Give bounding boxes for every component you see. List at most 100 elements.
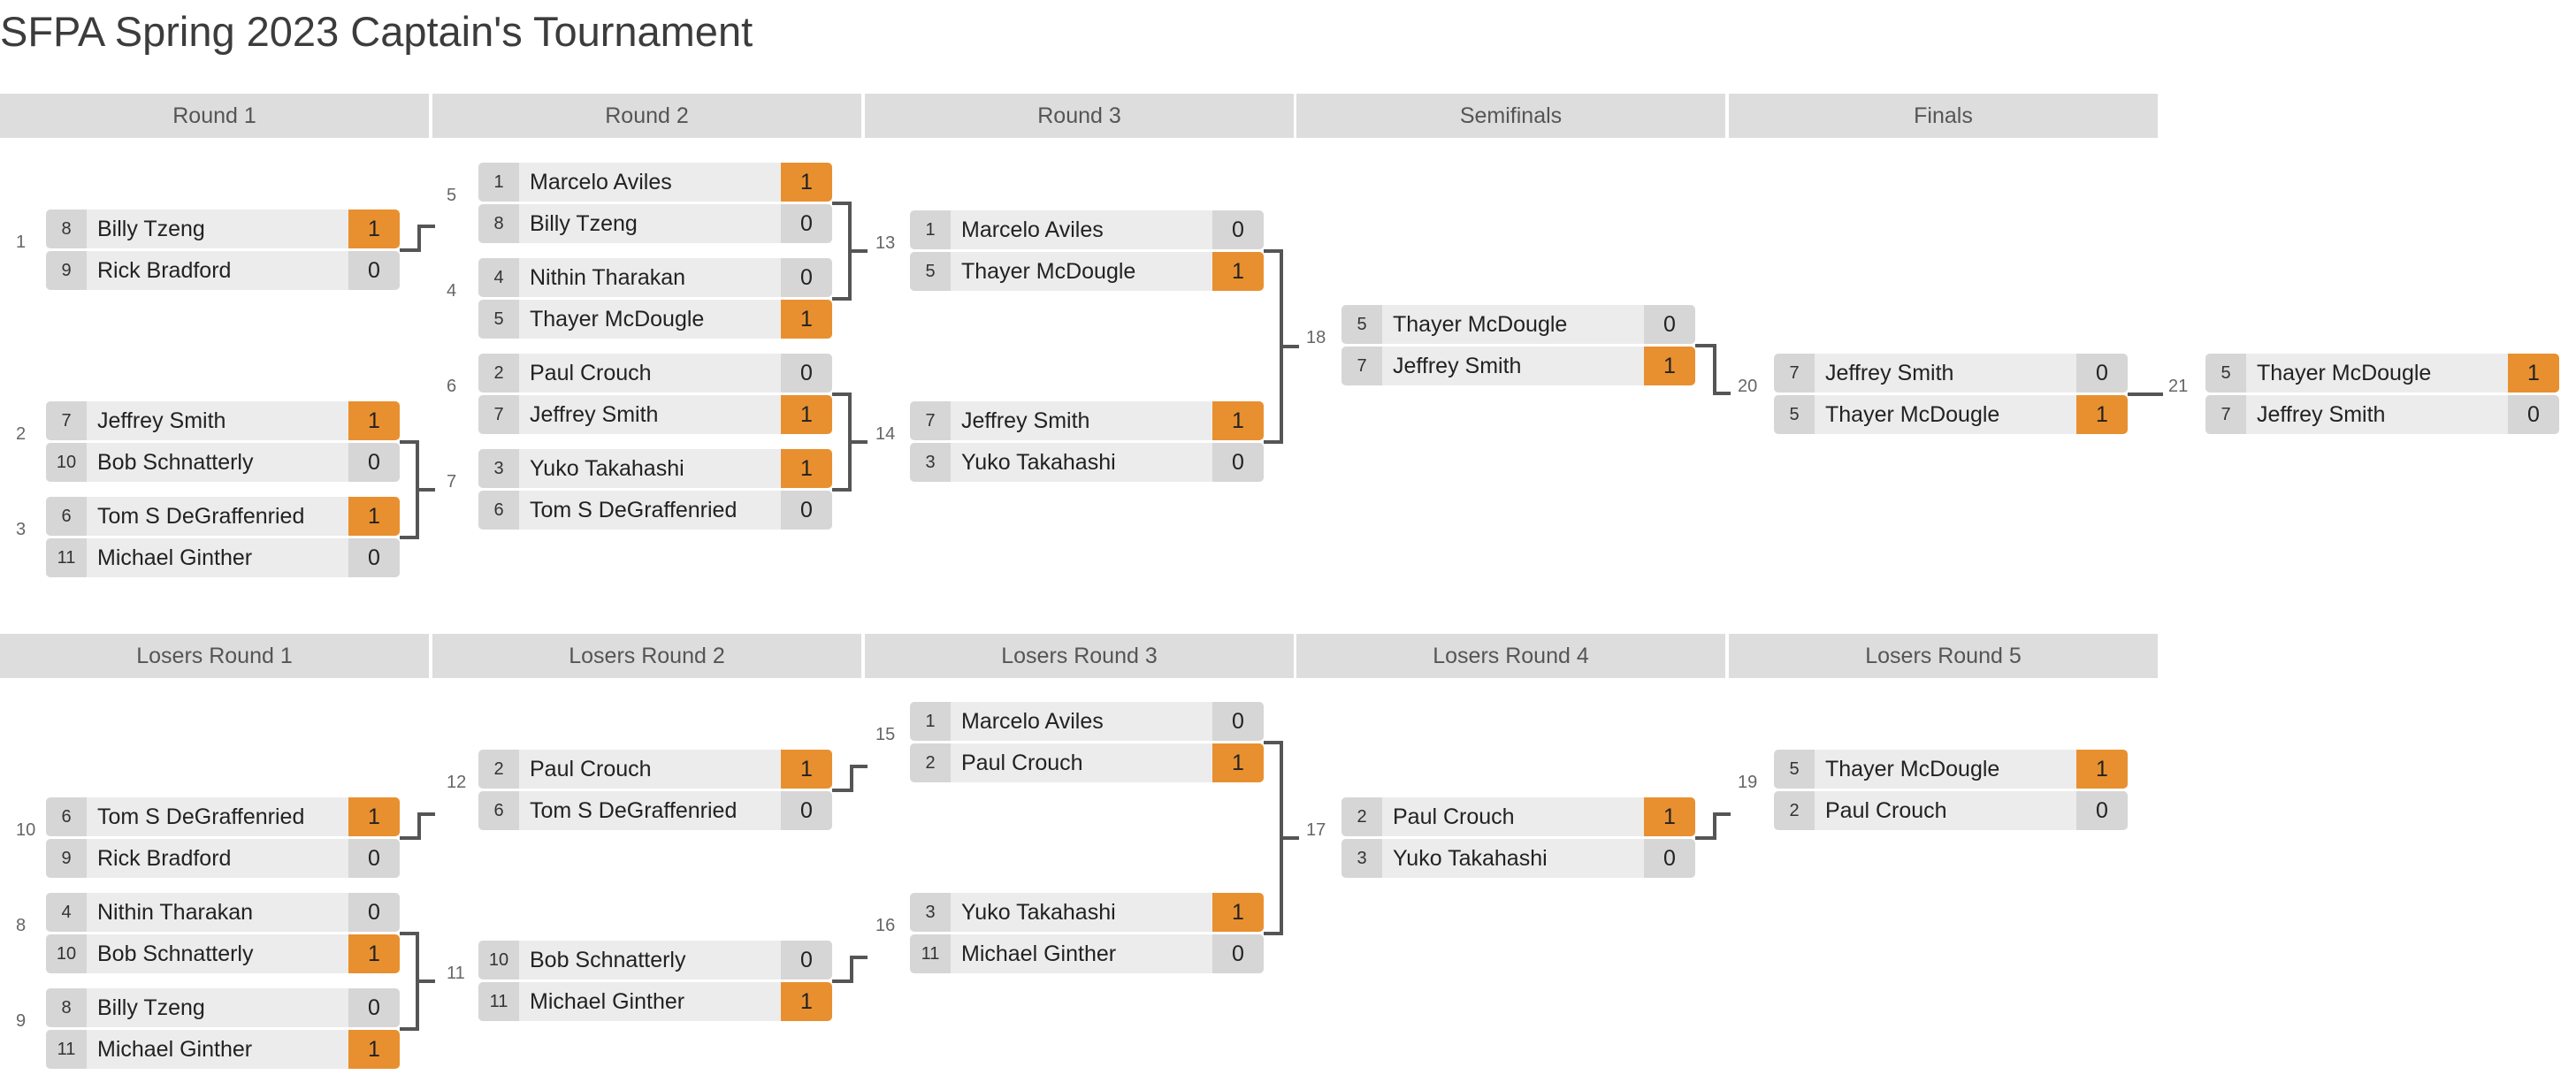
team-score: 0 (1212, 702, 1264, 741)
team-name: Michael Ginther (97, 545, 253, 570)
team-name: Thayer McDougle (1825, 757, 2000, 781)
winning-score: 1 (1212, 893, 1264, 932)
team-seed: 7 (1774, 354, 1815, 393)
team-score: 0 (781, 941, 832, 979)
team-seed: 7 (2205, 395, 2246, 434)
team-seed: 4 (46, 893, 87, 932)
match-number: 20 (1738, 377, 1758, 396)
connector-line (400, 812, 435, 840)
match-number: 11 (447, 964, 465, 983)
team-name: Nithin Tharakan (97, 900, 254, 925)
team-score: 0 (1212, 210, 1264, 249)
winners-round-header-5: Finals (1729, 94, 2158, 138)
match-number: 16 (875, 916, 896, 935)
losers-round-header-1: Losers Round 1 (0, 634, 429, 678)
team-name: Rick Bradford (97, 846, 232, 871)
team-name: Thayer McDougle (530, 307, 705, 332)
team-seed: 1 (478, 163, 519, 202)
winning-score: 1 (781, 163, 832, 202)
match-number: 21 (2168, 377, 2189, 396)
match-number: 15 (875, 725, 896, 744)
team-seed: 6 (478, 791, 519, 830)
team-seed: 10 (46, 443, 87, 482)
team-name: Nithin Tharakan (530, 265, 686, 290)
connector-line (400, 225, 435, 252)
winning-score: 1 (1644, 797, 1695, 836)
match-number: 5 (447, 186, 457, 205)
winning-score: 1 (348, 210, 400, 248)
winners-round-header-2: Round 2 (432, 94, 861, 138)
team-seed: 3 (1342, 839, 1382, 878)
team-score: 0 (348, 443, 400, 482)
team-name: Bob Schnatterly (97, 941, 254, 966)
team-seed: 6 (478, 491, 519, 530)
team-name: Billy Tzeng (97, 217, 205, 241)
winning-score: 1 (1644, 347, 1695, 385)
team-seed: 1 (910, 210, 951, 249)
team-seed: 5 (1774, 395, 1815, 434)
winning-score: 1 (2508, 354, 2559, 393)
team-seed: 2 (910, 743, 951, 782)
team-seed: 5 (1774, 750, 1815, 789)
team-name: Thayer McDougle (2257, 361, 2432, 385)
team-seed: 3 (910, 443, 951, 482)
team-name: Paul Crouch (961, 751, 1083, 775)
team-seed: 7 (46, 401, 87, 440)
team-name: Paul Crouch (1825, 798, 1947, 823)
team-seed: 11 (46, 538, 87, 577)
team-score: 0 (781, 491, 832, 530)
team-score: 0 (1644, 305, 1695, 344)
